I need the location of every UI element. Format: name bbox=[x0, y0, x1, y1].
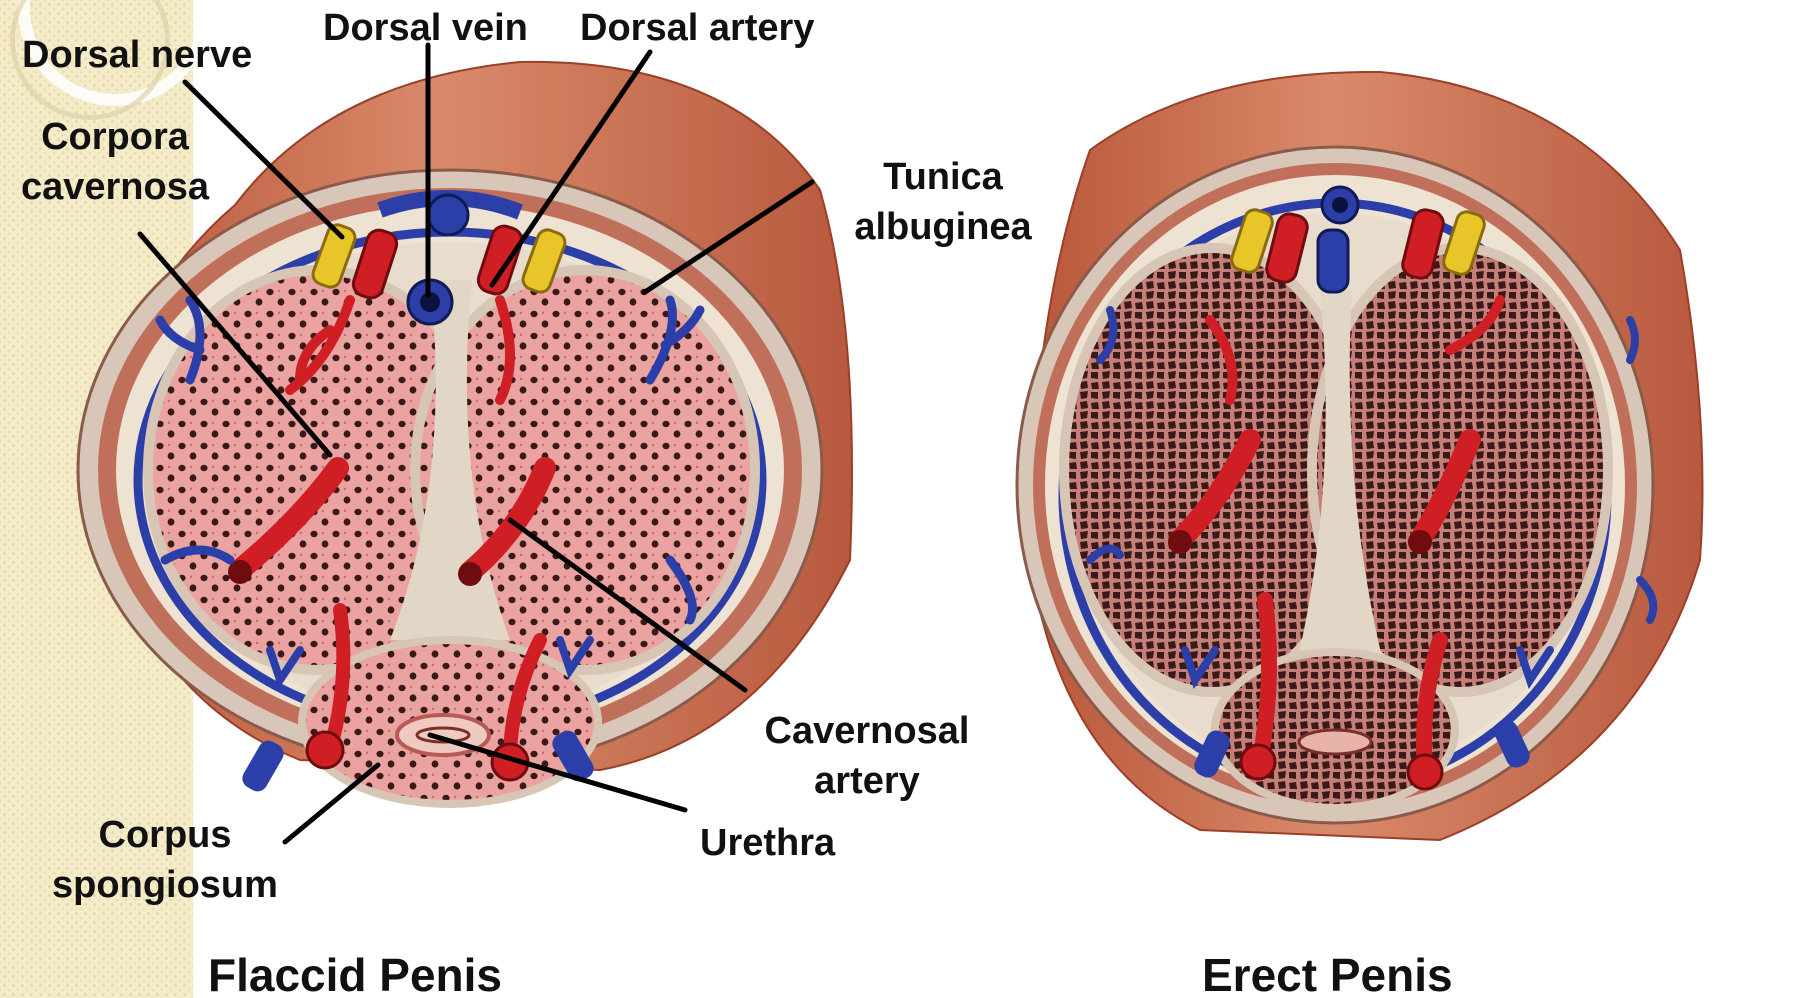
label-corpus-spongiosum-line2: spongiosum bbox=[40, 860, 290, 910]
label-dorsal-artery: Dorsal artery bbox=[580, 3, 814, 53]
caption-flaccid: Flaccid Penis bbox=[208, 948, 502, 998]
label-cavernosal-artery-line2: artery bbox=[742, 756, 992, 806]
label-corpora-cavernosa-line2: cavernosa bbox=[10, 162, 220, 212]
label-corpora-cavernosa-line1: Corpora bbox=[10, 112, 220, 162]
label-urethra: Urethra bbox=[700, 818, 835, 868]
label-corpus-spongiosum: Corpus spongiosum bbox=[40, 810, 290, 910]
caption-erect: Erect Penis bbox=[1202, 948, 1453, 998]
label-corpora-cavernosa: Corpora cavernosa bbox=[10, 112, 220, 212]
label-corpus-spongiosum-line1: Corpus bbox=[40, 810, 290, 860]
leader-corpus-spongiosum bbox=[285, 765, 378, 842]
label-tunica-albuginea-line1: Tunica bbox=[838, 152, 1048, 202]
label-tunica-albuginea-line2: albuginea bbox=[838, 202, 1048, 252]
label-cavernosal-artery-line1: Cavernosal bbox=[742, 706, 992, 756]
erect-section bbox=[1017, 72, 1703, 840]
label-dorsal-nerve: Dorsal nerve bbox=[22, 30, 252, 80]
label-tunica-albuginea: Tunica albuginea bbox=[838, 152, 1048, 252]
label-cavernosal-artery: Cavernosal artery bbox=[742, 706, 992, 806]
label-dorsal-vein: Dorsal vein bbox=[323, 3, 528, 53]
